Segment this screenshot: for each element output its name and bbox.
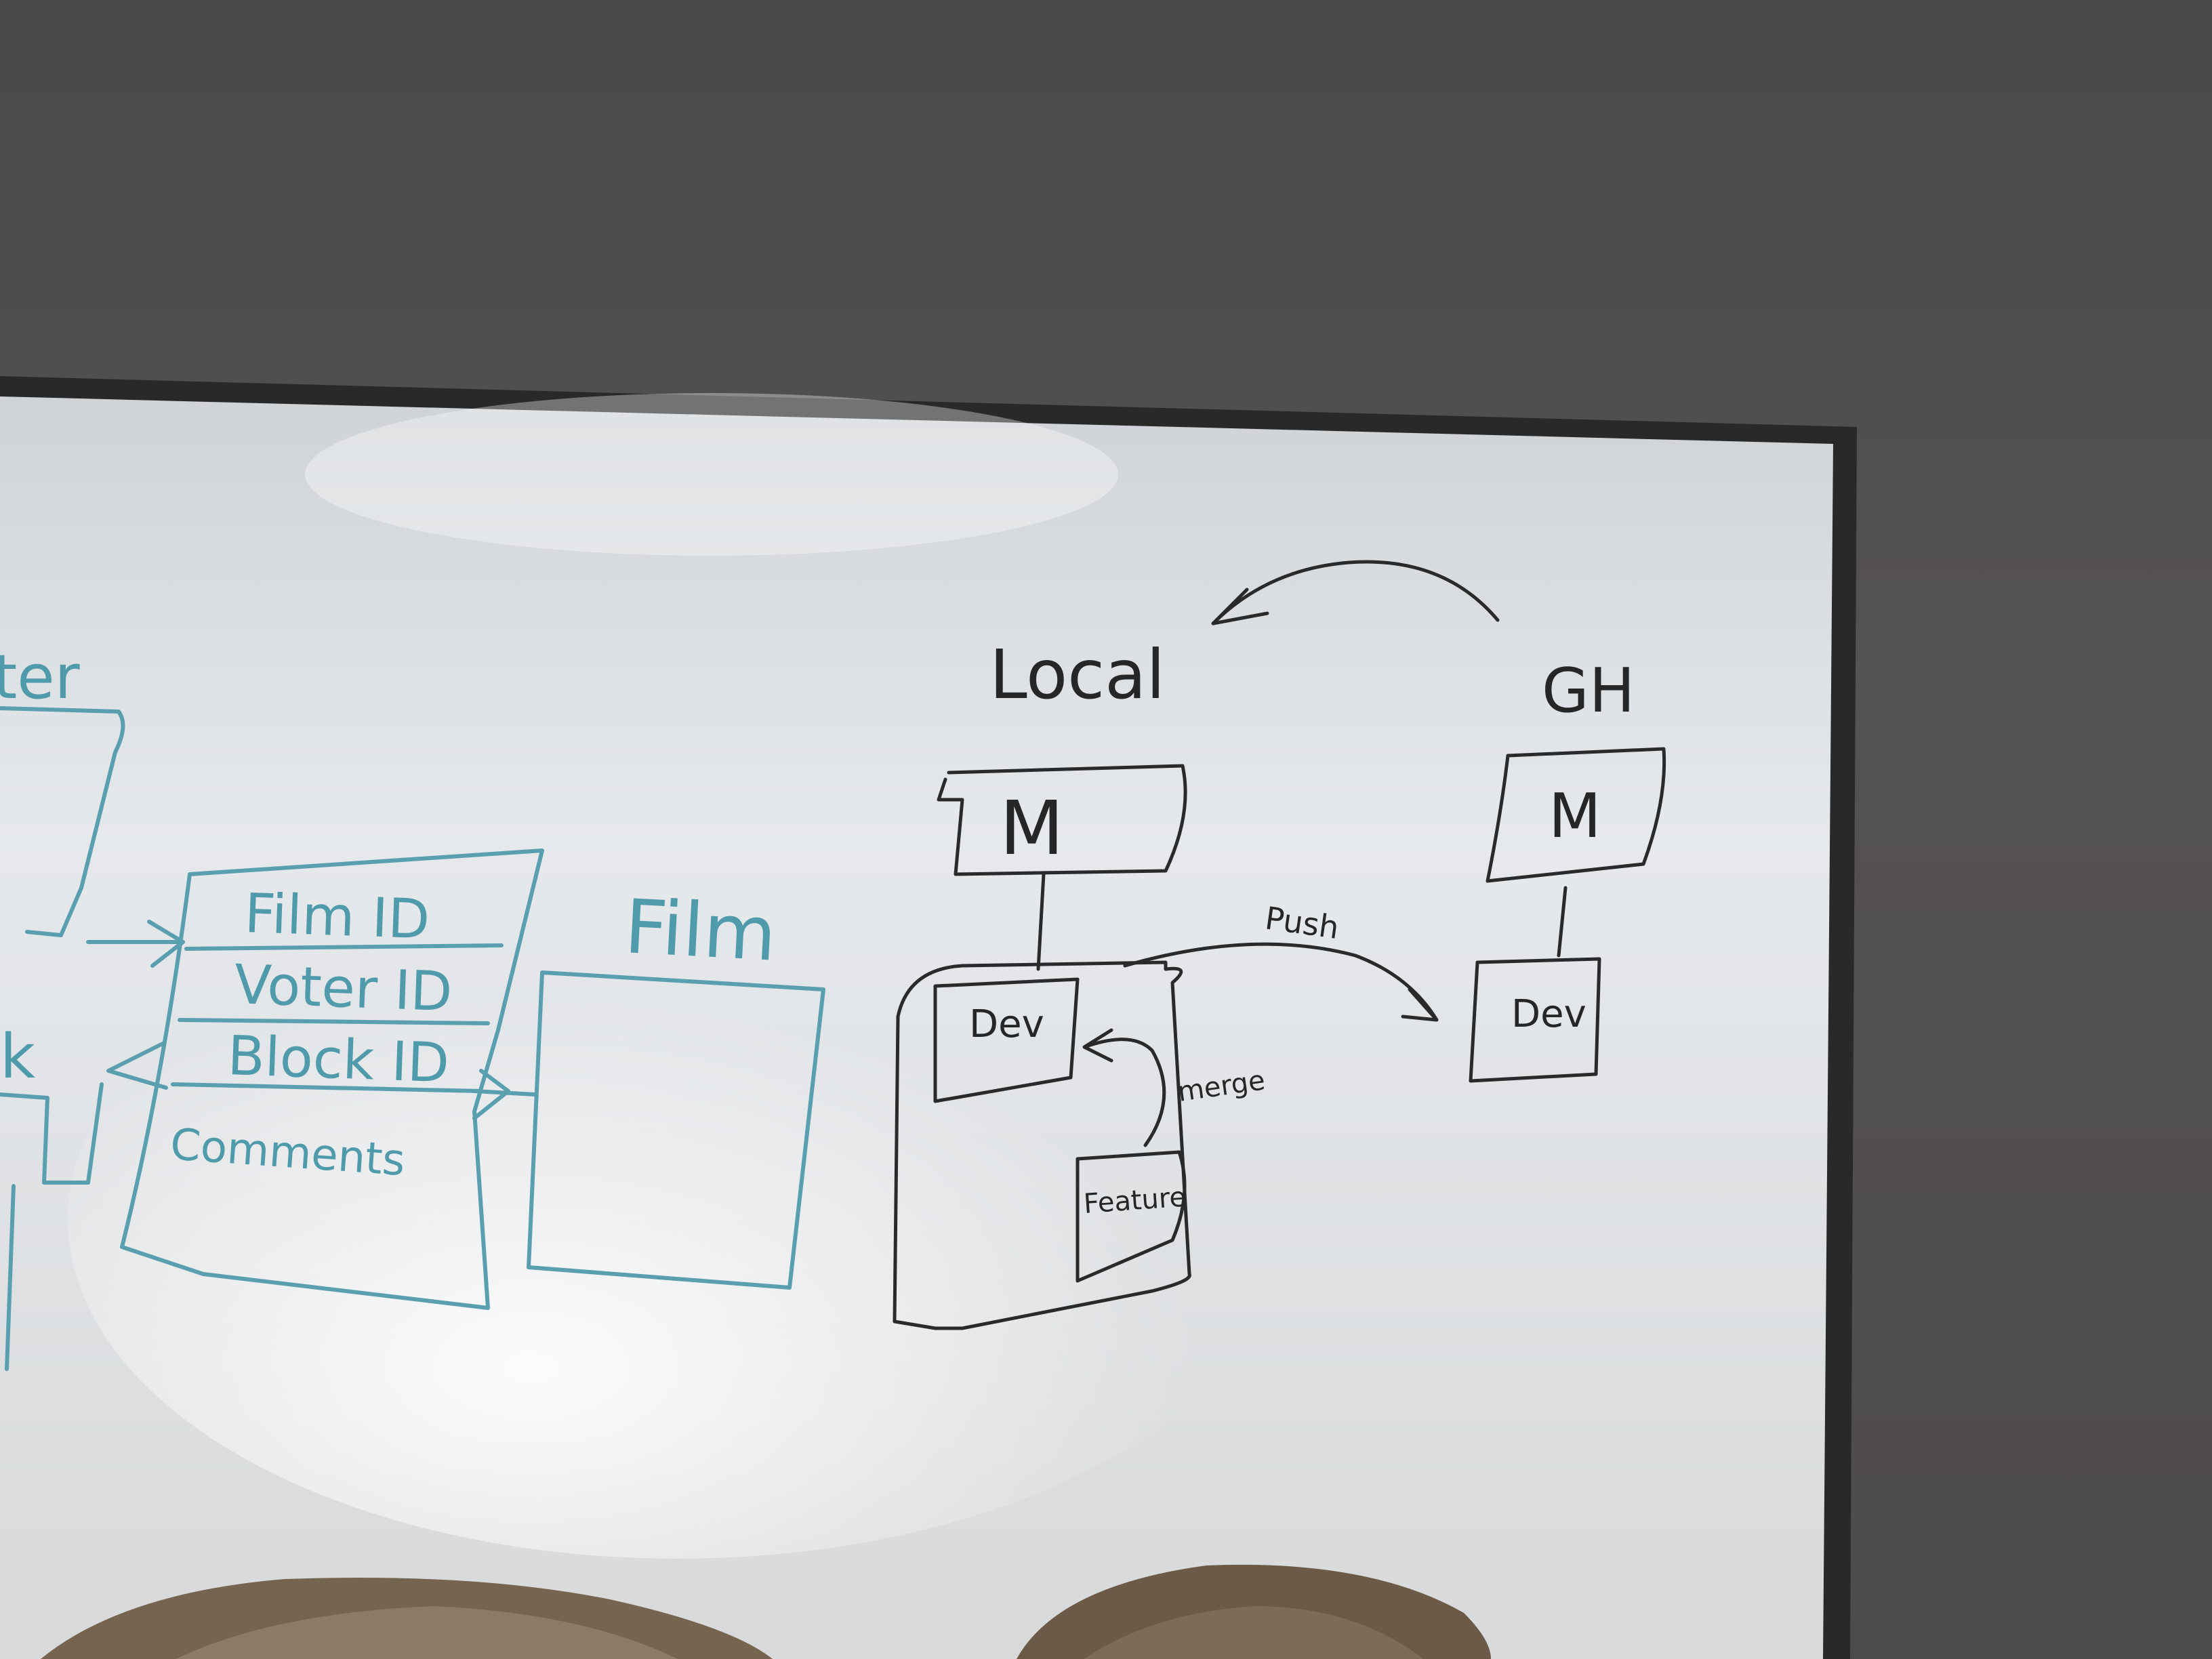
remote-label: GH — [1542, 655, 1635, 726]
fetch-arrow — [1211, 560, 1500, 626]
head-right-hair — [1084, 1606, 1423, 1659]
feature-label: Feature — [1082, 1182, 1187, 1220]
partial-label-top: ter — [0, 642, 80, 713]
field-block-id: Block ID — [226, 1024, 450, 1094]
partial-box-top — [0, 706, 125, 937]
local-master-box — [937, 764, 1187, 876]
head-left-hair — [176, 1606, 678, 1659]
field-film-id: Film ID — [243, 882, 430, 951]
partial-box-bottom — [0, 1082, 104, 1185]
left-blue-text: ter k Film ID Voter ID Block ID Comments… — [0, 642, 779, 1186]
local-master-label: M — [1000, 785, 1064, 872]
table-outline — [120, 848, 544, 1310]
local-container — [893, 960, 1191, 1330]
remote-master-label: M — [1549, 781, 1601, 852]
left-blue-diagram — [0, 706, 825, 1371]
light-glare-top — [305, 393, 1118, 556]
partial-label-mid: k — [0, 1021, 35, 1092]
push-arrow — [1123, 942, 1439, 1022]
feature-box — [1076, 1150, 1187, 1283]
light-glare — [68, 881, 1288, 1559]
film-label: Film — [623, 883, 779, 978]
table-row-3 — [171, 1082, 483, 1093]
table-row-2 — [178, 1018, 490, 1025]
arrow-to-film — [472, 1069, 537, 1120]
git-diagram-lines — [893, 560, 1666, 1330]
merge-arrow — [1082, 1028, 1166, 1147]
partial-line-left — [5, 1184, 16, 1371]
remote-dev-label: Dev — [1511, 992, 1586, 1036]
local-label: Local — [989, 635, 1165, 714]
local-dev-box — [933, 977, 1080, 1103]
local-master-to-dev — [1036, 872, 1046, 971]
remote-dev-box — [1469, 957, 1601, 1083]
table-row-1 — [184, 943, 504, 951]
field-voter-id: Voter ID — [233, 953, 453, 1023]
remote-master-to-dev — [1557, 886, 1568, 958]
film-box — [527, 970, 825, 1290]
people-heads — [41, 1564, 1491, 1659]
remote-master-box — [1486, 747, 1666, 883]
local-dev-label: Dev — [969, 1002, 1044, 1046]
